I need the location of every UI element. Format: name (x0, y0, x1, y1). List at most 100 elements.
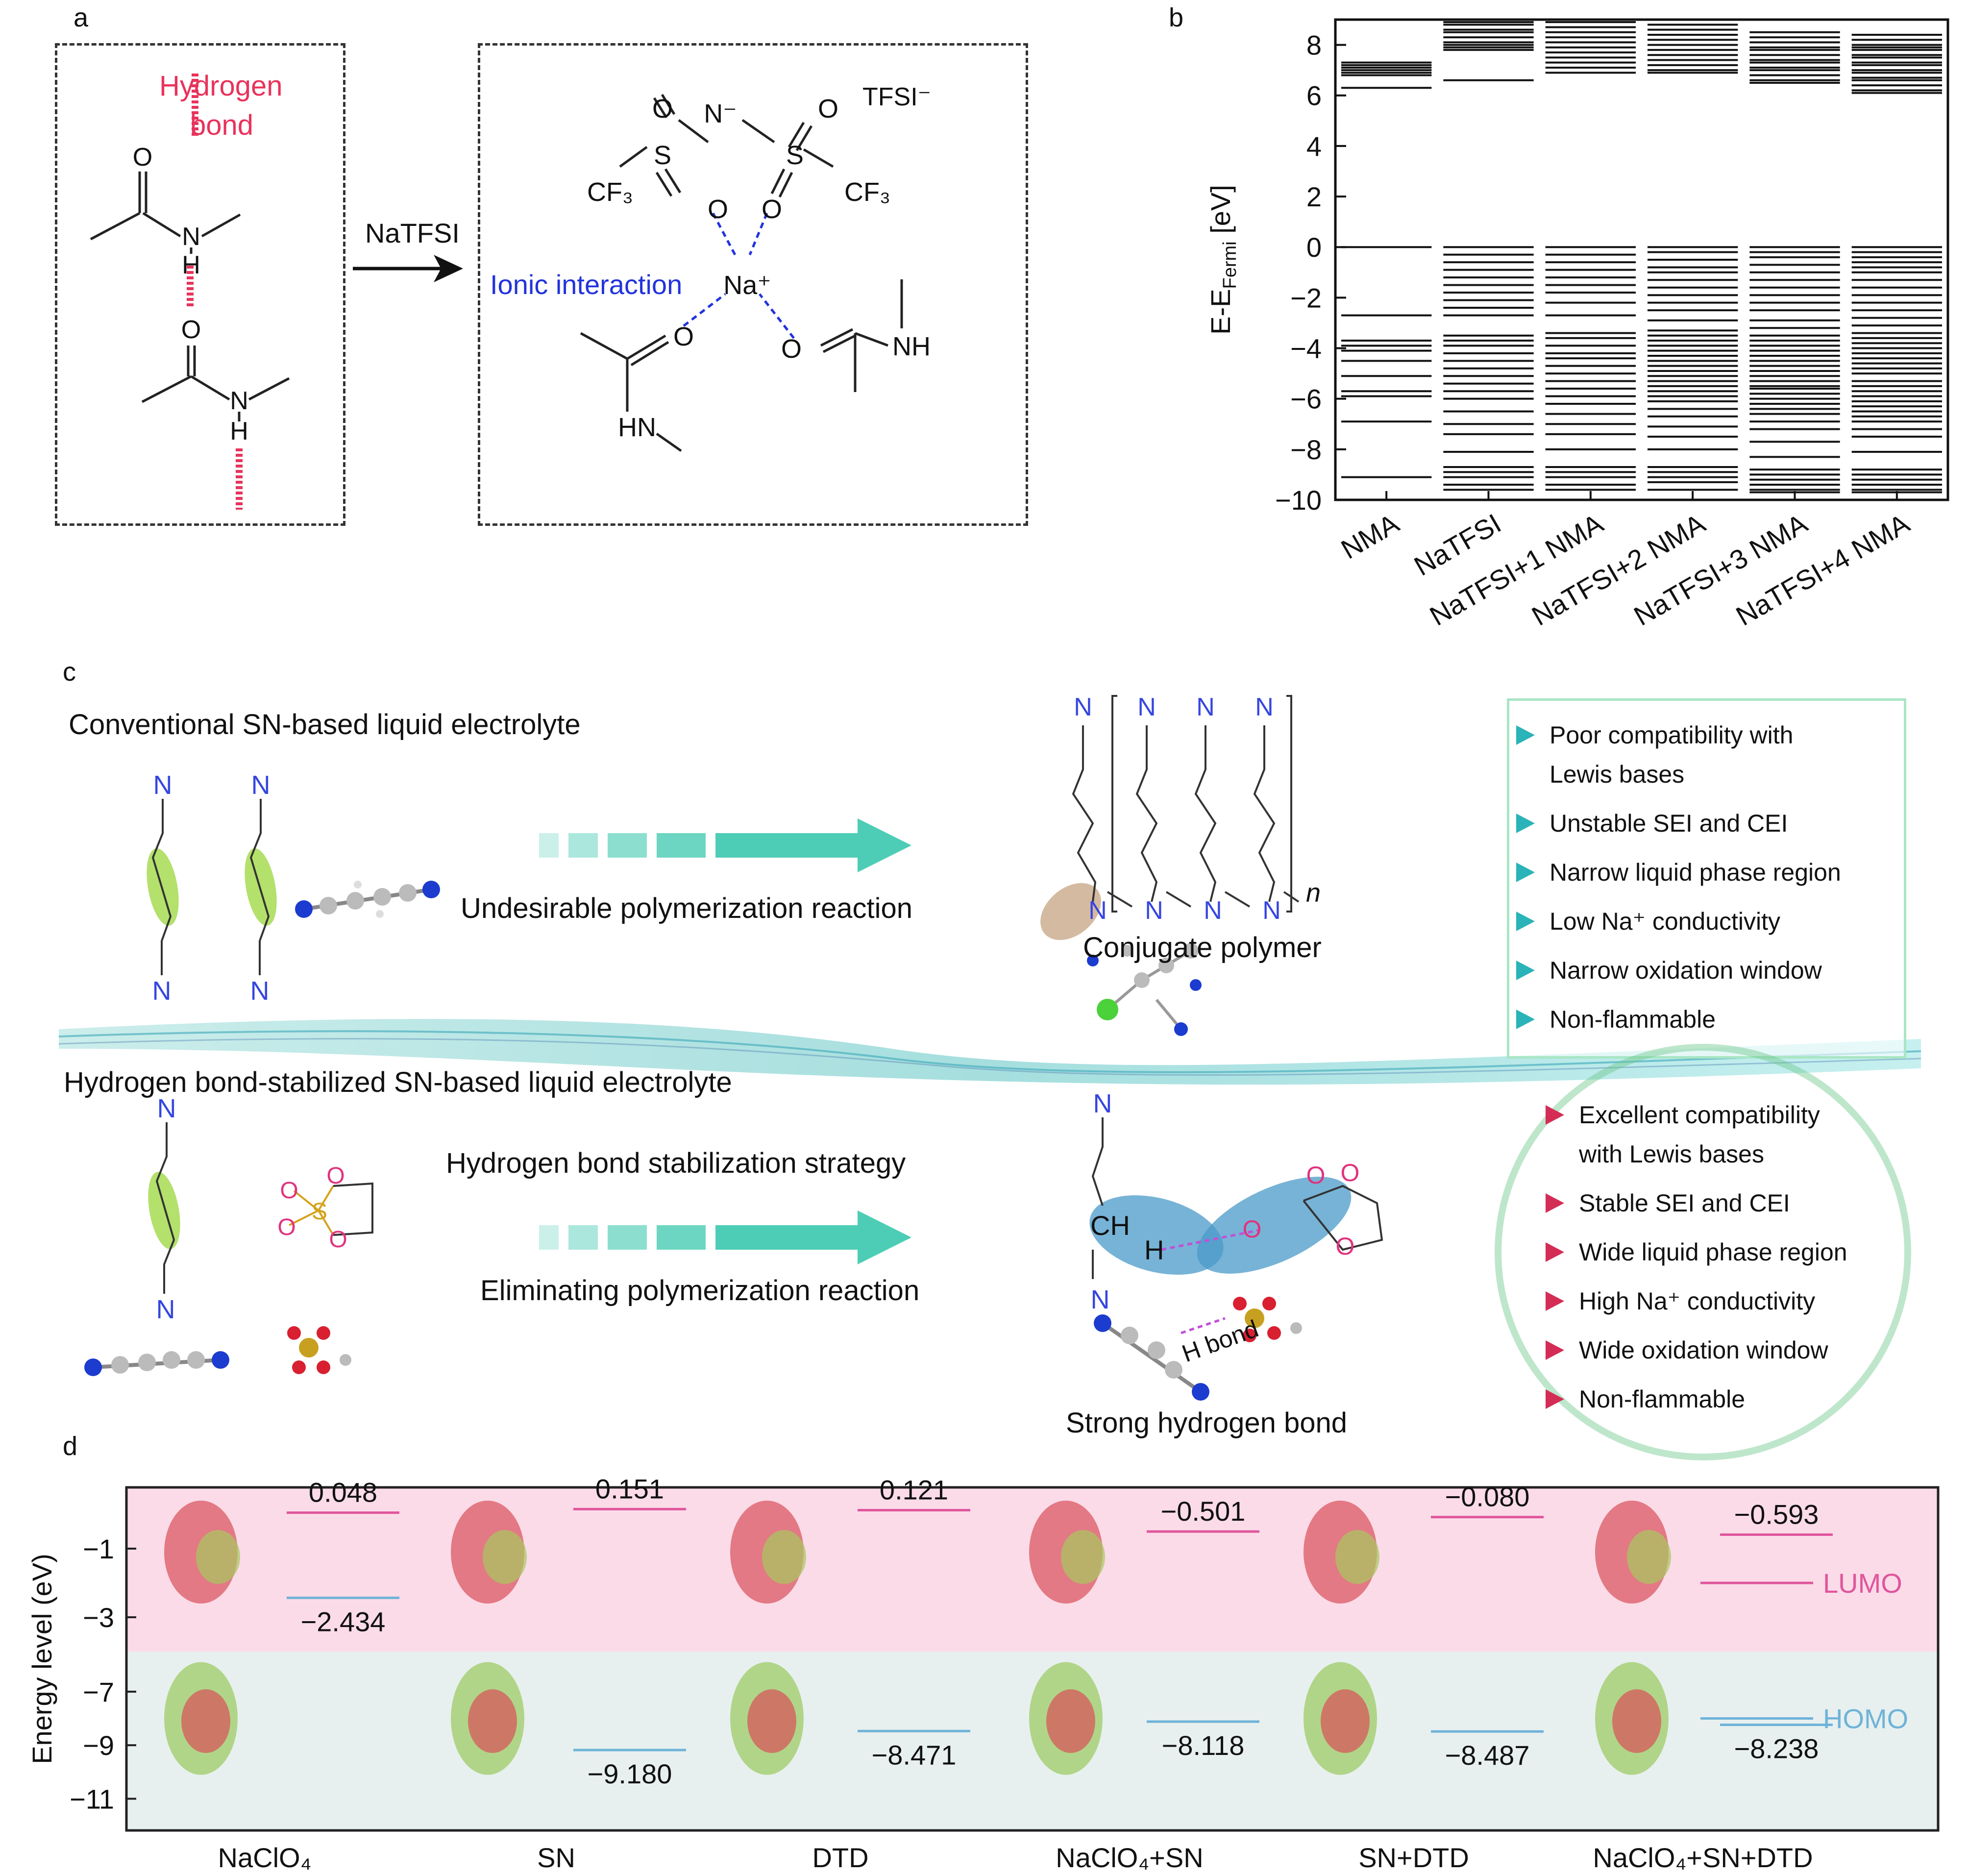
cpx-h: H (1144, 1234, 1164, 1265)
top-bullet-1: Poor compatibility with (1509, 711, 1904, 760)
y-tick-label: −11 (70, 1783, 114, 1814)
polymer-n3: N (1196, 693, 1215, 721)
panel-b-plot-frame (1334, 18, 1949, 501)
x-tick-label: NaTFSI+1 NMA (1425, 508, 1609, 632)
lumo-value-label: −0.501 (1161, 1496, 1246, 1527)
sn-n1: N (153, 770, 172, 800)
complex-o-left: O (673, 322, 694, 351)
bullet-arrow-icon (1516, 814, 1535, 833)
polymer-n7: N (1204, 896, 1222, 925)
cpx-o2: O (1306, 1161, 1326, 1189)
hbond-complex: N N CH H O O O O H bond (1089, 1089, 1383, 1401)
h-bond-short-label: H bond (1179, 1315, 1262, 1368)
panel-c-label: c (63, 657, 76, 687)
sn-n4: N (250, 976, 270, 1005)
bottom-bullet-5: Wide oxidation window (1539, 1326, 1847, 1375)
tfsi-cf3-left: CF₃ (587, 177, 633, 207)
top-bullet-1b: Lewis bases (1550, 761, 1685, 788)
x-category-label: DTD (812, 1842, 868, 1873)
y-tick-label: 0 (1306, 232, 1322, 263)
lumo-value-label: −0.080 (1445, 1481, 1530, 1512)
homo-value-label: −8.118 (1162, 1730, 1245, 1761)
na-ion: Na⁺ (723, 271, 771, 300)
bottom-bullet-3: Wide liquid phase region (1539, 1228, 1847, 1277)
bullet-arrow-icon (1546, 1291, 1564, 1311)
atom-o2: O (181, 316, 201, 344)
y-tick-label: −2 (1290, 282, 1322, 313)
sn-molecules-top: N N N N (147, 770, 440, 1005)
x-tick-label: NaTFSI+4 NMA (1731, 508, 1915, 632)
panel-a-label: a (74, 3, 89, 32)
bullet-arrow-icon (1546, 1340, 1564, 1360)
bsn-n1: N (157, 1094, 176, 1123)
lumo-value-label: −0.593 (1734, 1499, 1819, 1530)
stabilization-arrow (539, 1210, 911, 1264)
lumo-value-label: 0.151 (595, 1473, 664, 1504)
cpx-o1: O (1243, 1215, 1262, 1243)
arrow-label-natfsi: NaTFSI (365, 218, 460, 248)
bullet-arrow-icon (1516, 961, 1535, 980)
lumo-value-label: 0.121 (880, 1475, 948, 1506)
bullet-arrow-icon (1516, 863, 1535, 882)
atom-h2: H (230, 417, 248, 445)
homo-orbital-lobe (1046, 1689, 1095, 1753)
conjugate-polymer: N N N N N N N N n (1040, 693, 1321, 1036)
homo-legend: HOMO (1823, 1703, 1908, 1734)
y-tick-label: 6 (1306, 80, 1322, 111)
bottom-bullet-2: Stable SEI and CEI (1539, 1179, 1847, 1228)
sn-n3: N (251, 770, 271, 800)
bullet-arrow-icon (1516, 725, 1535, 745)
panel-d-label: d (63, 1432, 78, 1461)
dtd-o3: O (326, 1163, 344, 1189)
top-bullet-2: Unstable SEI and CEI (1509, 799, 1904, 848)
ionic-interaction-label: Ionic interaction (490, 269, 682, 300)
tfsi-n-minus: N⁻ (704, 99, 737, 128)
tfsi-label: TFSI⁻ (862, 83, 931, 111)
y-tick-label: 2 (1306, 181, 1322, 212)
x-tick-label: NaTFSI+3 NMA (1628, 508, 1813, 632)
y-tick-label: −7 (83, 1677, 114, 1707)
x-category-label: SN+DTD (1358, 1842, 1469, 1873)
lumo-orbital-lobe (1627, 1530, 1671, 1584)
tfsi-o2: O (818, 94, 838, 123)
complex-hn: HN (618, 413, 656, 442)
homo-orbital-lobe (1612, 1689, 1661, 1753)
homo-value-label: −9.180 (588, 1758, 672, 1789)
sn-dtd-molecules-bottom: N N O O O O S (84, 1094, 373, 1376)
bullet-arrow-icon (1516, 1010, 1535, 1029)
homo-orbital-lobe (468, 1689, 517, 1753)
complex-nh: NH (892, 332, 931, 361)
hbond-stabilized-title: Hydrogen bond-stabilized SN-based liquid… (64, 1066, 732, 1098)
top-bullet-4: Low Na⁺ conductivity (1509, 897, 1904, 946)
bullet-arrow-icon (1546, 1389, 1564, 1409)
polymer-n1: N (1074, 693, 1092, 721)
homo-value-label: −8.487 (1445, 1740, 1530, 1771)
y-tick-label: 4 (1306, 131, 1322, 162)
x-category-label: SN (537, 1842, 575, 1873)
tfsi-o1: O (652, 94, 673, 123)
dtd-o2: O (277, 1214, 295, 1240)
top-bullet-6: Non-flammable (1509, 995, 1904, 1044)
y-tick-label: −3 (83, 1602, 114, 1633)
x-category-label: NaClO₄+SN (1056, 1842, 1203, 1873)
cpx-ch: CH (1090, 1210, 1130, 1241)
lumo-orbital-lobe (483, 1530, 527, 1584)
lumo-orbital-lobe (196, 1530, 240, 1584)
top-properties-box: Poor compatibility with Lewis bases Unst… (1507, 698, 1906, 1059)
homo-orbital-lobe (1321, 1689, 1370, 1753)
y-tick-label: −6 (1290, 384, 1322, 415)
y-tick-label: −4 (1290, 333, 1322, 364)
water-band (59, 1019, 1921, 1085)
bottom-bullet-1: Excellent compatibility (1539, 1090, 1847, 1139)
bullet-arrow-icon (1516, 912, 1535, 931)
tfsi-s2: S (786, 141, 804, 170)
bottom-bullet-1b: with Lewis bases (1579, 1140, 1764, 1168)
tfsi-s1: S (654, 141, 671, 170)
polymer-n6: N (1145, 896, 1163, 925)
bottom-bullet-4: High Na⁺ conductivity (1539, 1277, 1847, 1326)
stabilization-strategy-label: Hydrogen bond stabilization strategy (446, 1147, 906, 1179)
x-category-label: NaClO₄+SN+DTD (1593, 1842, 1813, 1873)
lumo-legend: LUMO (1823, 1568, 1902, 1599)
y-tick-label: 8 (1306, 30, 1322, 61)
